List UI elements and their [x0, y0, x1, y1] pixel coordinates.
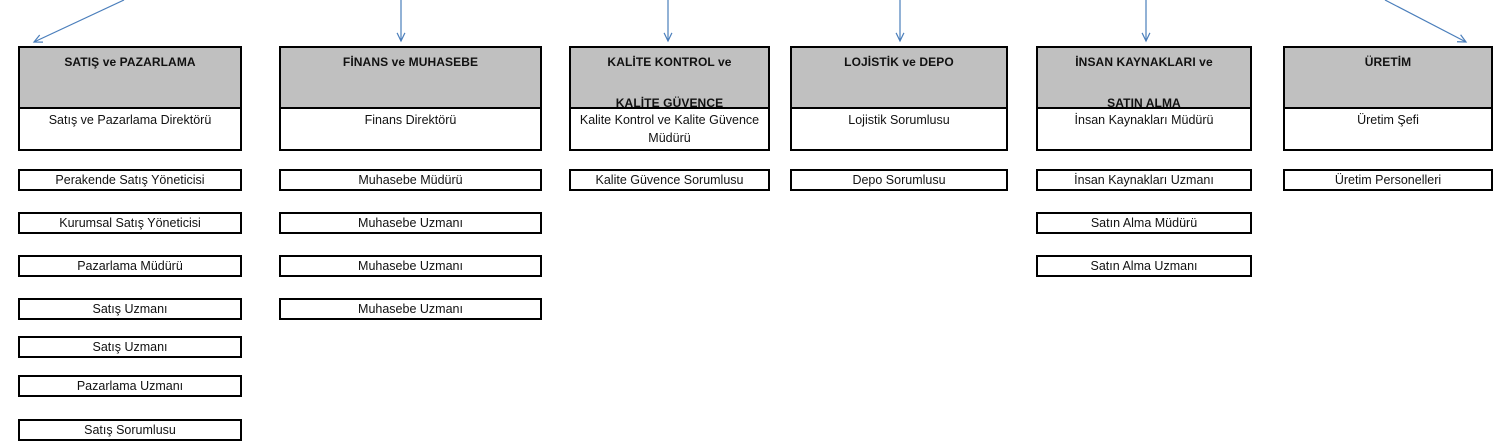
staff-position: Depo Sorumlusu — [790, 169, 1008, 191]
department-title: SATIN ALMA — [1107, 96, 1181, 110]
department-header: İNSAN KAYNAKLARI ve SATIN ALMA — [1036, 46, 1252, 110]
staff-position: Perakende Satış Yöneticisi — [18, 169, 242, 191]
arrowhead — [32, 34, 44, 43]
department-director: İnsan Kaynakları Müdürü — [1036, 108, 1252, 151]
department-director: Lojistik Sorumlusu — [790, 108, 1008, 151]
staff-position: Üretim Personelleri — [1283, 169, 1493, 191]
staff-position: Muhasebe Müdürü — [279, 169, 542, 191]
department-title: İNSAN KAYNAKLARI ve — [1075, 55, 1213, 69]
org-chart: SATIŞ ve PAZARLAMA Satış ve Pazarlama Dir… — [18, 0, 1493, 441]
department-director: Finans Direktörü — [279, 108, 542, 151]
staff-position: Muhasebe Uzmanı — [279, 298, 542, 320]
department-header: ÜRETİM — [1283, 46, 1493, 108]
staff-position: Kurumsal Satış Yöneticisi — [18, 212, 242, 234]
department-director: Üretim Şefi — [1283, 108, 1493, 151]
staff-position: Satış Uzmanı — [18, 336, 242, 358]
connector-arrow-6 — [1384, 0, 1468, 43]
staff-position: Kalite Güvence Sorumlusu — [569, 169, 770, 191]
department-header: FİNANS ve MUHASEBE — [279, 46, 542, 108]
department-title: KALİTE GÜVENCE — [615, 96, 724, 110]
department-director: Satış ve Pazarlama Direktörü — [18, 108, 242, 151]
connector-arrow-5 — [1141, 0, 1151, 43]
connector-arrow-4 — [895, 0, 905, 43]
staff-position: Muhasebe Uzmanı — [279, 212, 542, 234]
arrowhead — [1456, 34, 1468, 43]
connector-arrow-3 — [663, 0, 673, 43]
arrowhead — [396, 32, 406, 43]
staff-position: Satış Uzmanı — [18, 298, 242, 320]
arrowhead — [663, 32, 673, 43]
connector-arrow-2 — [396, 0, 406, 43]
staff-position: Pazarlama Müdürü — [18, 255, 242, 277]
staff-position: Satış Sorumlusu — [18, 419, 242, 441]
staff-position: İnsan Kaynakları Uzmanı — [1036, 169, 1252, 191]
department-title: KALİTE KONTROL ve — [607, 55, 732, 69]
department-header: SATIŞ ve PAZARLAMA — [18, 46, 242, 108]
staff-position: Satın Alma Uzmanı — [1036, 255, 1252, 277]
department-director: Kalite Kontrol ve Kalite Güvence Müdürü — [569, 108, 770, 151]
department-header: KALİTE KONTROL ve KALİTE GÜVENCE — [569, 46, 770, 110]
department-title: LOJİSTİK ve DEPO — [844, 55, 954, 69]
department-title: ÜRETİM — [1364, 55, 1412, 69]
arrowhead — [1141, 32, 1151, 43]
staff-position: Muhasebe Uzmanı — [279, 255, 542, 277]
staff-position: Satın Alma Müdürü — [1036, 212, 1252, 234]
staff-position: Pazarlama Uzmanı — [18, 375, 242, 397]
department-title: FİNANS ve MUHASEBE — [342, 55, 479, 69]
connector-arrow-1 — [32, 0, 125, 43]
connector-layer — [32, 0, 1468, 43]
arrowhead — [895, 32, 905, 43]
department-header: LOJİSTİK ve DEPO — [790, 46, 1008, 108]
department-title: SATIŞ ve PAZARLAMA — [64, 55, 196, 69]
